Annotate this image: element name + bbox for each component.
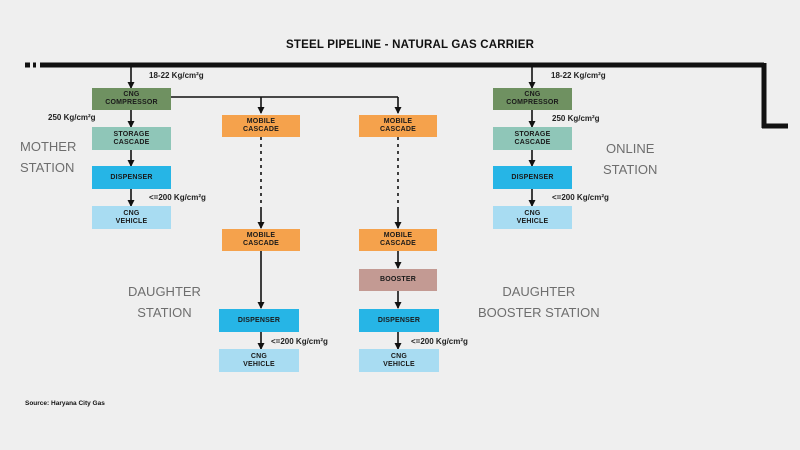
daughter-cascade-bottom-label: MOBILE CASCADE [242,232,279,247]
booster-mobile-cascade-top: MOBILE CASCADE [359,115,437,137]
booster-mobile-cascade-bottom: MOBILE CASCADE [359,229,437,251]
daughter-cascade-top-label: MOBILE CASCADE [242,118,279,133]
daughter-station-label: DAUGHTER STATION [128,281,201,323]
online-pressure-out: <=200 Kg/cm²g [552,193,609,202]
booster-pressure-out: <=200 Kg/cm²g [411,337,468,346]
online-pressure-in: 18-22 Kg/cm²g [551,71,606,80]
booster-dispenser-label: DISPENSER [377,316,421,324]
online-cng-compressor: CNG COMPRESSOR [493,88,572,110]
daughter-mobile-cascade-bottom: MOBILE CASCADE [222,229,300,251]
mother-vehicle-label: CNG VEHICLE [115,209,148,225]
booster-station-label-line1: DAUGHTER [502,284,576,299]
booster-label: BOOSTER [379,276,416,283]
online-dispenser: DISPENSER [493,166,572,189]
mother-station-label-line1: MOTHER [20,139,77,154]
online-compressor-label: CNG COMPRESSOR [506,91,559,106]
daughter-cng-vehicle: CNG VEHICLE [219,349,299,372]
booster-vehicle-label: CNG VEHICLE [383,352,415,368]
daughter-dispenser-label: DISPENSER [237,316,281,324]
mother-dispenser: DISPENSER [92,166,171,189]
mother-station-label-line2: STATION [20,160,75,175]
pipeline-title: STEEL PIPELINE - NATURAL GAS CARRIER [286,39,535,51]
online-cng-vehicle: CNG VEHICLE [493,206,572,229]
booster-cascade-bottom-label: MOBILE CASCADE [379,232,416,247]
booster-cascade-top-label: MOBILE CASCADE [379,118,416,133]
booster-dispenser: DISPENSER [359,309,439,332]
mother-storage-cascade: STORAGE CASCADE [92,127,171,150]
mother-station-arrows [127,67,402,207]
daughter-mobile-cascade-top: MOBILE CASCADE [222,115,300,137]
mother-cng-compressor: CNG COMPRESSOR [92,88,171,110]
daughter-station-label-line2: STATION [137,305,192,320]
mother-compressor-label: CNG COMPRESSOR [105,91,158,106]
daughter-pressure-out: <=200 Kg/cm²g [271,337,328,346]
daughter-station-label-line1: DAUGHTER [128,284,201,299]
daughter-vehicle-label: CNG VEHICLE [243,352,275,368]
mother-dispenser-label: DISPENSER [110,173,153,181]
booster-station-label: DAUGHTER BOOSTER STATION [478,281,600,323]
online-vehicle-label: CNG VEHICLE [516,209,549,225]
booster-cng-vehicle: CNG VEHICLE [359,349,439,372]
online-station-label-line2: STATION [603,162,658,177]
source-note: Source: Haryana City Gas [25,400,105,407]
online-station-label-line1: ONLINE [606,141,655,156]
mother-station-label: MOTHER STATION [20,136,76,178]
online-station-label: ONLINE STATION [603,138,657,180]
online-dispenser-label: DISPENSER [511,173,554,181]
steel-pipeline [25,62,788,129]
booster-box: BOOSTER [359,269,437,291]
daughter-dispenser: DISPENSER [219,309,299,332]
online-storage-cascade: STORAGE CASCADE [493,127,572,150]
mother-pressure-storage: 250 Kg/cm²g [48,113,96,122]
online-storage-label: STORAGE CASCADE [514,130,551,146]
booster-station-label-line2: BOOSTER STATION [478,305,600,320]
mother-pressure-out: <=200 Kg/cm²g [149,193,206,202]
mother-cng-vehicle: CNG VEHICLE [92,206,171,229]
mother-pressure-in: 18-22 Kg/cm²g [149,71,204,80]
online-pressure-storage: 250 Kg/cm²g [552,114,600,123]
mother-storage-label: STORAGE CASCADE [113,130,150,146]
